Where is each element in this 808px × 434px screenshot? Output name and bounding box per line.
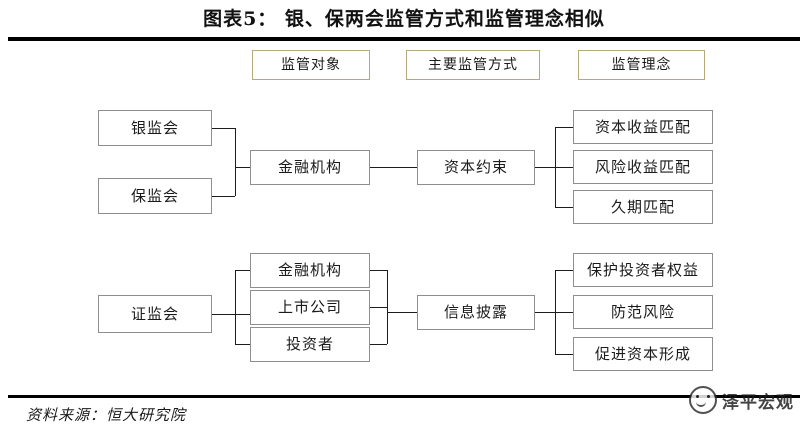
connector-objects-merge-bracket (387, 270, 388, 344)
connector-method-to-bracket-bottom (535, 312, 555, 313)
connector-object-3-out (370, 344, 387, 345)
column-header-object: 监管对象 (252, 50, 370, 80)
connector-bracket-to-concept-2 (555, 167, 573, 168)
node-object-listed-company: 上市公司 (250, 290, 370, 325)
node-concept-risk-return-match: 风险收益匹配 (573, 150, 713, 184)
title-divider (8, 37, 800, 41)
node-method-capital-constraint: 资本约束 (417, 150, 535, 185)
connector-bracket-to-object-2 (235, 314, 250, 315)
node-regulator-csrc: 证监会 (98, 295, 212, 333)
node-concept-duration-match: 久期匹配 (573, 190, 713, 224)
column-header-concept: 监管理念 (578, 50, 705, 80)
watermark-label: 泽平宏观 (722, 392, 794, 413)
connector-objects-bracket-bottom (235, 270, 236, 344)
node-regulator-circ: 保监会 (98, 178, 212, 214)
connector-objects-to-method-bottom (387, 312, 417, 313)
node-concept-risk-prevention: 防范风险 (573, 295, 713, 329)
connector-cbrc-stub (212, 128, 235, 129)
connector-bracket-to-object-3 (235, 344, 250, 345)
page-title: 图表5： 银、保两会监管方式和监管理念相似 (203, 8, 605, 30)
footer-divider (8, 395, 800, 398)
connector-bracket-to-concept-6 (555, 354, 573, 355)
connector-object-2-out (370, 307, 387, 308)
connector-bracket-to-object-1 (235, 270, 250, 271)
smiley-face-icon (689, 386, 717, 414)
connector-regulators-bracket (235, 128, 236, 196)
connector-bracket-to-concept-5 (555, 312, 573, 313)
connector-bracket-to-concept-4 (555, 270, 573, 271)
connector-object-1-out (370, 270, 387, 271)
connector-circ-stub (212, 196, 235, 197)
node-regulator-cbrc: 银监会 (98, 110, 212, 146)
node-object-investor: 投资者 (250, 327, 370, 362)
column-header-method: 主要监管方式 (406, 50, 540, 80)
connector-bracket-to-concept-1 (555, 127, 573, 128)
connector-bracket-to-concept-3 (555, 207, 573, 208)
node-object-financial-institution-bottom: 金融机构 (250, 253, 370, 288)
connector-object-to-method-top (370, 167, 417, 168)
source-note: 资料来源：恒大研究院 (26, 406, 187, 424)
watermark: 泽平宏观 (689, 386, 794, 414)
node-method-information-disclosure: 信息披露 (417, 295, 535, 330)
connector-method-to-bracket-top (535, 167, 555, 168)
node-concept-capital-return-match: 资本收益匹配 (573, 110, 713, 144)
node-object-financial-institution-top: 金融机构 (250, 150, 370, 185)
node-concept-protect-investor-rights: 保护投资者权益 (573, 253, 713, 287)
connector-csrc-stub (212, 314, 235, 315)
node-concept-promote-capital-formation: 促进资本形成 (573, 337, 713, 371)
smile-mouth-icon (696, 400, 706, 407)
connector-regulators-to-object (235, 167, 250, 168)
